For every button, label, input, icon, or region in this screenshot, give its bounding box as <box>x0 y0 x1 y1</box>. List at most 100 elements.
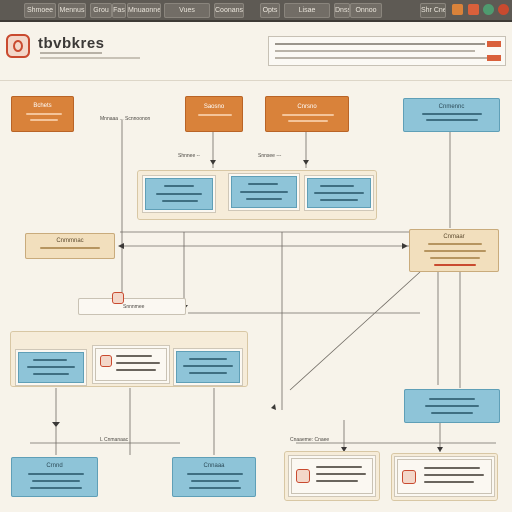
toolbar-tab-4[interactable]: Fas <box>112 3 126 18</box>
node-text-line <box>288 120 328 122</box>
node-mid-right-label: Cnmaar <box>443 234 465 240</box>
connector-label: Snnsee --- <box>258 153 282 159</box>
node-mid-left[interactable]: Cnmmnac <box>25 233 115 259</box>
card-text-line <box>316 480 358 482</box>
card-text-line <box>33 359 67 361</box>
node-mid-white-label: Snnnmee <box>123 304 145 310</box>
node-bottom-left-label: Crnnd <box>46 463 63 469</box>
node-text-line <box>28 473 84 475</box>
bottom-card-b[interactable] <box>397 459 492 494</box>
app-logo-icon <box>6 34 30 58</box>
node-text-line <box>429 398 475 400</box>
search-panel[interactable] <box>268 36 506 66</box>
help-icon[interactable] <box>483 4 494 15</box>
node-text-line <box>431 412 473 414</box>
toolbar-tab-10[interactable]: Dnsss <box>334 3 350 18</box>
card-text-line <box>240 191 288 193</box>
menu-icon[interactable] <box>498 4 509 15</box>
header-divider <box>0 80 512 81</box>
toolbar-tab-7[interactable]: Coonans <box>214 3 244 18</box>
node-bottom-left[interactable]: Crnnd <box>11 457 98 497</box>
search-tag-icon[interactable] <box>487 41 501 47</box>
toolbar-tab-12[interactable]: Shr Cnee <box>420 3 446 18</box>
card-c[interactable] <box>307 178 371 208</box>
node-text-line <box>40 247 100 249</box>
node-bottom-mid-label: Cnnaaa <box>203 463 225 469</box>
node-top-mid[interactable]: Saosno <box>185 96 243 132</box>
card-text-line <box>246 198 282 200</box>
card-text-line <box>189 372 227 374</box>
top-toolbar: Shmoee Mennus Grou Fas Mnuaonne Vues Coo… <box>0 0 512 22</box>
node-top-right[interactable]: Cnrsno <box>265 96 349 132</box>
node-bottom-mid[interactable]: Cnnaaa <box>172 457 256 497</box>
card-text-line <box>424 474 484 476</box>
connector-label: L Cnmanaac <box>100 437 129 443</box>
search-tag-icon[interactable] <box>487 55 501 61</box>
card-text-line <box>314 192 364 194</box>
lower-card-a[interactable] <box>18 352 84 383</box>
card-text-line <box>116 369 156 371</box>
lower-card-c[interactable] <box>176 351 240 383</box>
alert-badge-icon <box>100 355 112 367</box>
node-text-line <box>26 113 62 115</box>
node-top-far-label: Cnmennc <box>438 104 465 110</box>
subtitle-line <box>40 57 140 59</box>
node-top-right-label: Cnrsno <box>297 104 317 110</box>
card-text-line <box>316 466 362 468</box>
toolbar-tab-5[interactable]: Mnuaonne <box>127 3 161 18</box>
subtitle-line <box>40 52 102 54</box>
node-text-line <box>30 487 82 489</box>
card-text-line <box>162 200 198 202</box>
node-text-line <box>425 405 479 407</box>
toolbar-tab-8[interactable]: Opts <box>260 3 280 18</box>
card-text-line <box>116 355 152 357</box>
toolbar-tab-1[interactable]: Shmoee <box>24 3 56 18</box>
node-text-line <box>189 487 241 489</box>
node-mid-right[interactable]: Cnmaar <box>409 229 499 272</box>
search-line <box>275 50 475 52</box>
card-text-line <box>189 358 227 360</box>
user-icon[interactable] <box>468 4 479 15</box>
node-text-line <box>187 473 243 475</box>
card-text-line <box>424 481 474 483</box>
connector-label: Shnnee -- <box>178 153 200 159</box>
connector-label: Cnaaeme: Cnaee <box>290 437 330 443</box>
connector-label: Mnnaaa ... Scnnoonon <box>100 116 151 122</box>
app-title: tbvbkres <box>38 35 105 52</box>
card-text-line <box>248 183 278 185</box>
node-text-line <box>424 250 486 252</box>
toolbar-tab-9[interactable]: Lisae <box>284 3 330 18</box>
alert-badge-icon[interactable] <box>112 292 124 304</box>
card-b[interactable] <box>231 176 297 208</box>
card-text-line <box>116 362 160 364</box>
lower-card-b[interactable] <box>95 348 167 381</box>
toolbar-tab-6[interactable]: Vues <box>164 3 210 18</box>
toolbar-tab-11[interactable]: Onnoo <box>350 3 382 18</box>
node-top-left[interactable]: Bchets <box>11 96 74 132</box>
node-text-line <box>191 480 239 482</box>
card-text-line <box>164 185 194 187</box>
node-text-line <box>430 257 480 259</box>
bottom-card-a[interactable] <box>291 458 373 494</box>
node-text-line <box>422 113 482 115</box>
toolbar-tab-3[interactable]: Grou <box>90 3 112 18</box>
settings-icon[interactable] <box>452 4 463 15</box>
node-text-line <box>426 119 478 121</box>
alert-badge-icon <box>402 470 416 484</box>
card-text-line <box>316 473 366 475</box>
search-line <box>275 57 490 59</box>
node-mid-white[interactable]: Snnnmee <box>78 298 186 315</box>
node-text-line <box>282 114 334 116</box>
card-a[interactable] <box>145 178 213 210</box>
card-text-line <box>320 185 354 187</box>
node-top-far[interactable]: Cnmennc <box>403 98 500 132</box>
card-text-line <box>27 366 75 368</box>
toolbar-tab-2[interactable]: Mennus <box>58 3 86 18</box>
card-text-line <box>156 193 202 195</box>
node-right-lower[interactable] <box>404 389 500 423</box>
card-text-line <box>320 199 358 201</box>
node-text-line <box>434 264 476 266</box>
card-text-line <box>33 373 69 375</box>
node-text-line <box>428 243 482 245</box>
